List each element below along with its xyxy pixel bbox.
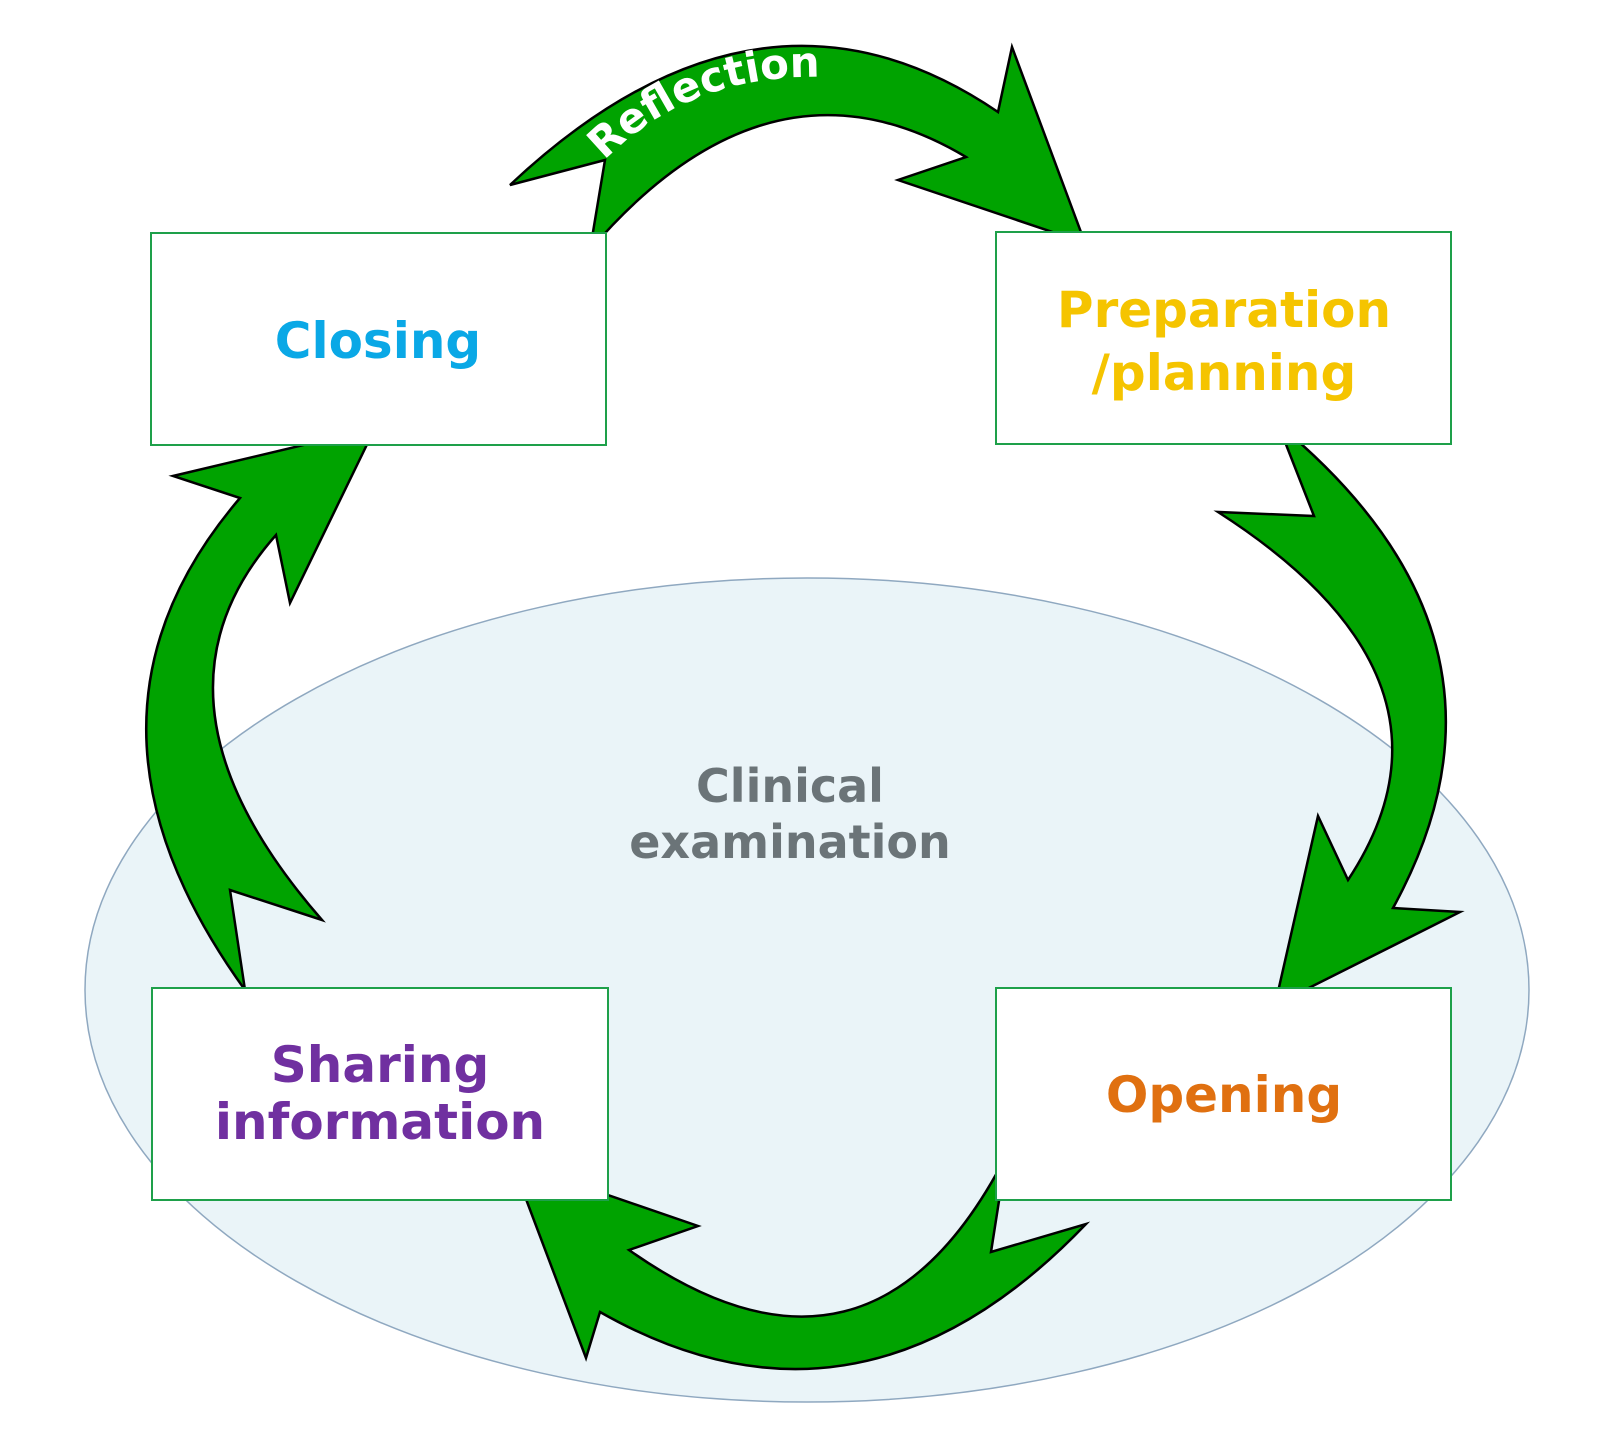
- sharing-box: [151, 987, 609, 1201]
- preparation-label-line1: Preparation: [1057, 281, 1391, 339]
- preparation-label-line2: /planning: [1092, 344, 1357, 402]
- center-label-line1: Clinical: [696, 759, 884, 813]
- closing-label: Closing: [275, 312, 481, 370]
- sharing-label-line1: Sharing: [271, 1036, 490, 1094]
- reflection-arrow: [509, 42, 1088, 255]
- center-label-line2: examination: [629, 815, 951, 869]
- closing-box: [150, 232, 607, 446]
- sharing-label-line2: information: [215, 1093, 545, 1151]
- preparation-box: [995, 231, 1452, 445]
- opening-box: [995, 987, 1452, 1201]
- opening-label: Opening: [1106, 1066, 1342, 1124]
- sharing-to-closing-arrow: [145, 426, 378, 991]
